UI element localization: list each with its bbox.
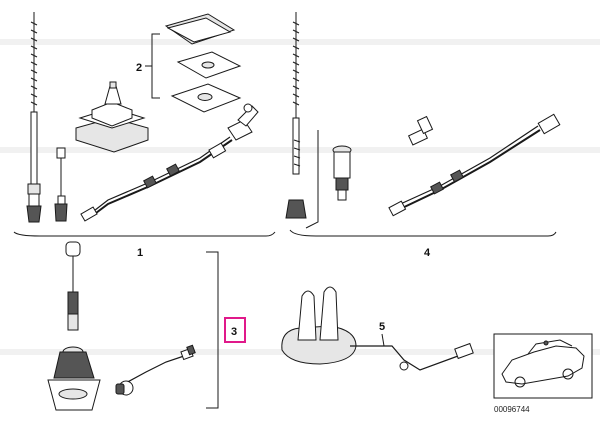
- rod-antenna-short[interactable]: [65, 241, 81, 331]
- shark-fin-antenna[interactable]: [281, 286, 357, 365]
- callout-3-highlight-box: [224, 317, 246, 343]
- roof-antenna-mast[interactable]: [285, 12, 307, 219]
- gasket-set[interactable]: [164, 13, 242, 113]
- callout-5: 5: [379, 321, 385, 347]
- roof-antenna-base[interactable]: [305, 130, 352, 229]
- watermark: [0, 39, 600, 355]
- rod-antenna-mast[interactable]: [26, 12, 42, 223]
- svg-text:1: 1: [137, 247, 143, 259]
- callout-3[interactable]: 3: [224, 317, 246, 343]
- shark-fin-cable[interactable]: [350, 342, 474, 371]
- callout-1: 1: [13, 231, 276, 259]
- callout-4: 4: [289, 229, 557, 259]
- roof-antenna-cable[interactable]: [388, 113, 561, 217]
- svg-text:3: 3: [231, 326, 237, 338]
- antenna-location-marker: [543, 340, 549, 346]
- antenna-base-mount[interactable]: [47, 346, 101, 411]
- antenna-base-cable[interactable]: [80, 103, 259, 222]
- vehicle-inset: [493, 333, 593, 399]
- short-antenna-rod[interactable]: [54, 147, 68, 222]
- svg-text:4: 4: [424, 247, 431, 259]
- callout-3-bracket: [206, 251, 219, 409]
- antenna-connecting-cable[interactable]: [115, 344, 196, 396]
- svg-text:5: 5: [379, 321, 385, 333]
- svg-text:2: 2: [136, 62, 142, 74]
- reference-number: 00096744: [494, 405, 530, 414]
- callout-2: 2: [136, 33, 160, 99]
- antenna-mount-gasket[interactable]: [75, 81, 149, 153]
